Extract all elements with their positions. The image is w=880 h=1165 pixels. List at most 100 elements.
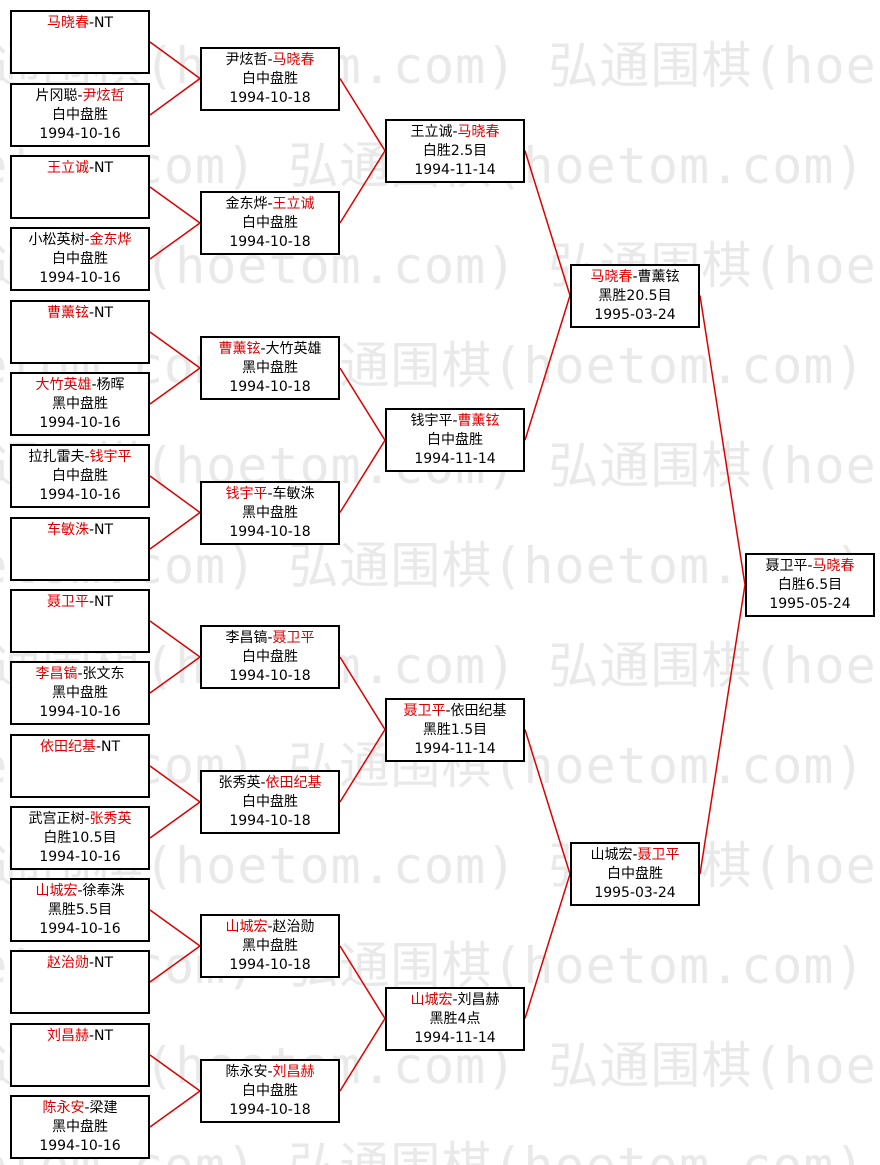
- date-text: [12, 1065, 148, 1084]
- date-text: 1994-10-18: [229, 668, 311, 684]
- connector-line: [524, 873, 571, 1019]
- connector-line: [149, 77, 201, 116]
- winner-name: 聂卫平: [272, 630, 315, 646]
- result-text: 白胜10.5目: [43, 830, 117, 846]
- players-line: 曹薰铉-NT: [12, 304, 148, 323]
- winner-name: 钱宇平: [225, 485, 268, 502]
- connector-line: [524, 150, 571, 296]
- connector-line: [149, 186, 201, 224]
- players-line: 陈永安-梁建: [12, 1099, 148, 1118]
- result-text: 黑胜5.5目: [47, 902, 113, 918]
- players-line: 李昌镐-张文东: [12, 665, 148, 684]
- connector-line: [339, 945, 386, 1019]
- match-box-round1-9: 聂卫平-NT: [10, 589, 150, 653]
- players-line: 钱宇平-曹薰铉: [387, 412, 523, 431]
- player-name: 李昌镐-: [225, 630, 273, 646]
- match-box-round4-2: 山城宏-聂卫平白中盘胜 1995-03-24: [570, 842, 700, 906]
- player-name: 片冈聪-: [35, 88, 83, 104]
- result-text: 白中盘胜: [427, 432, 483, 449]
- winner-name: 依田纪基: [265, 775, 322, 791]
- players-line: 马晓春-曹薰铉: [572, 268, 698, 287]
- winner-name: 李昌镐: [35, 666, 78, 682]
- date-text: [12, 776, 148, 795]
- connector-line: [339, 78, 386, 152]
- winner-name: 刘昌赫: [46, 1028, 89, 1044]
- date-text: [12, 197, 148, 216]
- player-name: 陈永安-: [225, 1064, 273, 1080]
- winner-name: 金东烨: [89, 232, 132, 248]
- winner-name: 张秀英: [89, 811, 132, 827]
- winner-name: 马晓春: [457, 123, 500, 140]
- players-line: 车敏洙-NT: [12, 521, 148, 540]
- player-name: 金东烨-: [225, 196, 273, 212]
- winner-name: 曹薰铉: [457, 413, 500, 430]
- winner-name: 聂卫平: [403, 702, 446, 719]
- date-text: 1994-10-16: [39, 487, 121, 503]
- date-text: 1994-10-18: [229, 89, 311, 106]
- connector-line: [149, 765, 201, 803]
- players-line: 山城宏-徐奉洙: [12, 882, 148, 901]
- players-line: 片冈聪-尹炫哲: [12, 87, 148, 106]
- winner-name: 马晓春: [46, 15, 89, 31]
- result-text: [12, 540, 148, 559]
- winner-name: 刘昌赫: [272, 1064, 315, 1080]
- result-text: 白中盘胜: [52, 468, 108, 484]
- result-text: 黑中盘胜: [242, 360, 298, 376]
- match-box-round1-5: 曹薰铉-NT: [10, 300, 150, 364]
- player-name: 聂卫平-: [765, 557, 813, 574]
- player-name: 钱宇平-: [410, 413, 458, 430]
- result-text: 黑胜4点: [429, 1010, 481, 1027]
- winner-name: 山城宏: [35, 883, 78, 899]
- players-line: 金东烨-王立诚: [202, 195, 338, 214]
- connector-line: [524, 729, 571, 875]
- winner-name: 聂卫平: [637, 847, 680, 863]
- date-text: 1994-11-14: [414, 161, 496, 178]
- player-name: -依田纪基: [445, 702, 507, 719]
- date-text: 1995-03-24: [594, 885, 676, 901]
- date-text: 1994-10-18: [229, 523, 311, 540]
- connector-line: [149, 909, 201, 947]
- player-name: -NT: [88, 522, 114, 538]
- player-name: -梁建: [84, 1100, 118, 1116]
- winner-name: 马晓春: [590, 268, 633, 285]
- match-box-round1-11: 依田纪基-NT: [10, 734, 150, 798]
- player-name: -徐奉洙: [77, 883, 125, 899]
- connector-line: [149, 620, 201, 658]
- result-text: 黑中盘胜: [52, 396, 108, 412]
- players-line: 陈永安-刘昌赫: [202, 1063, 338, 1082]
- result-text: 黑胜20.5目: [598, 287, 672, 304]
- players-line: 武宫正树-张秀英: [12, 810, 148, 829]
- date-text: 1994-10-18: [229, 957, 311, 973]
- result-text: 黑中盘胜: [242, 938, 298, 954]
- winner-name: 依田纪基: [39, 739, 96, 755]
- players-line: 小松英树-金东烨: [12, 231, 148, 250]
- winner-name: 王立诚: [272, 196, 315, 212]
- player-name: -大竹英雄: [260, 341, 322, 357]
- result-text: [12, 973, 148, 992]
- date-text: 1995-03-24: [594, 306, 676, 323]
- connector-line: [149, 331, 201, 369]
- connector-line: [149, 475, 201, 514]
- date-text: 1995-05-24: [769, 595, 851, 612]
- result-text: 白中盘胜: [607, 866, 663, 882]
- player-name: 山城宏-: [590, 847, 638, 863]
- date-text: 1994-11-14: [414, 451, 496, 468]
- result-text: 白中盘胜: [242, 215, 298, 231]
- date-text: 1994-10-18: [229, 813, 311, 829]
- connector-line: [149, 656, 201, 694]
- winner-name: 山城宏: [225, 919, 268, 935]
